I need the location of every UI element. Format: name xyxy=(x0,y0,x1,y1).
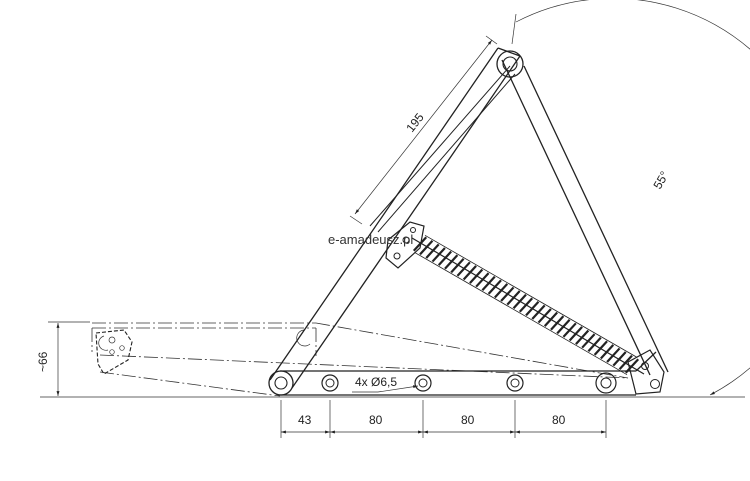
hole-callout-label: 4x Ø6,5 xyxy=(355,375,397,389)
upper-spring-bracket xyxy=(385,221,425,269)
spring-rod xyxy=(411,237,645,375)
height-dimension: ~66 xyxy=(36,321,90,396)
spacing-label-3: 80 xyxy=(461,413,475,427)
angle-label: 55° xyxy=(650,169,671,192)
arm-length-label: 195 xyxy=(403,110,427,135)
mount-hole-2 xyxy=(414,374,432,392)
spacing-label-2: 80 xyxy=(369,413,383,427)
closed-position-outline xyxy=(91,322,629,397)
long-arm xyxy=(269,47,521,389)
spring-coil xyxy=(419,240,434,256)
spring-coil xyxy=(469,268,484,284)
mount-hole-1 xyxy=(321,374,339,392)
spring-coil xyxy=(612,351,627,367)
spring-coil xyxy=(437,250,452,266)
spacing-dimensions: 43 80 80 80 xyxy=(280,400,607,438)
spacing-label-1: 43 xyxy=(298,413,312,427)
spring-coil xyxy=(600,344,615,360)
spring-coil xyxy=(412,236,428,252)
spring-coil xyxy=(450,257,465,274)
spring-coil xyxy=(425,243,440,259)
spring-edge xyxy=(414,252,628,376)
spring-coil xyxy=(618,354,633,370)
spring-coil xyxy=(624,358,640,374)
spring-edge xyxy=(424,234,638,358)
mount-hole-4 xyxy=(595,372,617,394)
spring-coil xyxy=(462,265,477,281)
top-pivot-hole xyxy=(502,56,518,72)
left-pivot-hole xyxy=(274,376,288,390)
spring-coil xyxy=(456,261,471,277)
left-pivot xyxy=(268,370,294,396)
rail-holes xyxy=(268,370,617,396)
spacing-label-4: 80 xyxy=(552,413,566,427)
spring-coil xyxy=(431,247,446,263)
spring-coil xyxy=(444,254,459,270)
closed-bracket xyxy=(95,329,133,375)
top-pivot xyxy=(496,50,524,78)
lower-spring-bracket xyxy=(627,349,665,395)
mount-hole-3 xyxy=(506,374,524,392)
height-label: ~66 xyxy=(36,351,50,372)
hole-callout: 4x Ø6,5 xyxy=(352,375,419,393)
short-arm xyxy=(501,59,669,376)
spring-coil xyxy=(606,347,621,363)
watermark: e-amadeusz.pl xyxy=(328,232,413,247)
